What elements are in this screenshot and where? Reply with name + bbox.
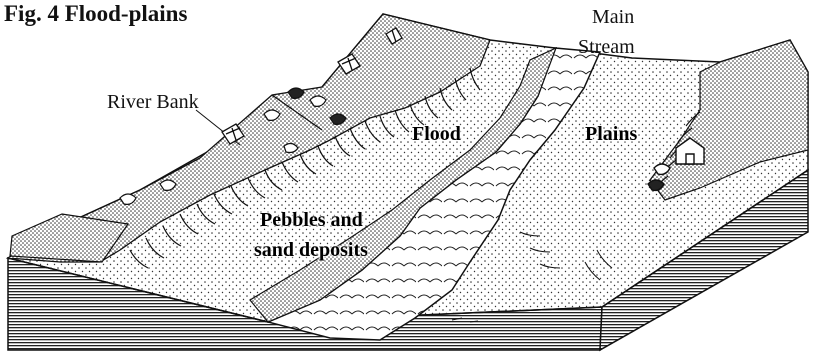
label-pebbles-line1: Pebbles and (260, 210, 363, 230)
label-plains: Plains (585, 124, 637, 144)
label-flood: Flood (412, 124, 461, 144)
label-pebbles-line2: sand deposits (254, 240, 368, 260)
label-main-stream-line1: Main (592, 7, 634, 27)
label-river-bank: River Bank (107, 92, 199, 112)
figure-title: Fig. 4 Flood-plains (4, 2, 187, 25)
label-main-stream-line2: Stream (578, 37, 635, 57)
